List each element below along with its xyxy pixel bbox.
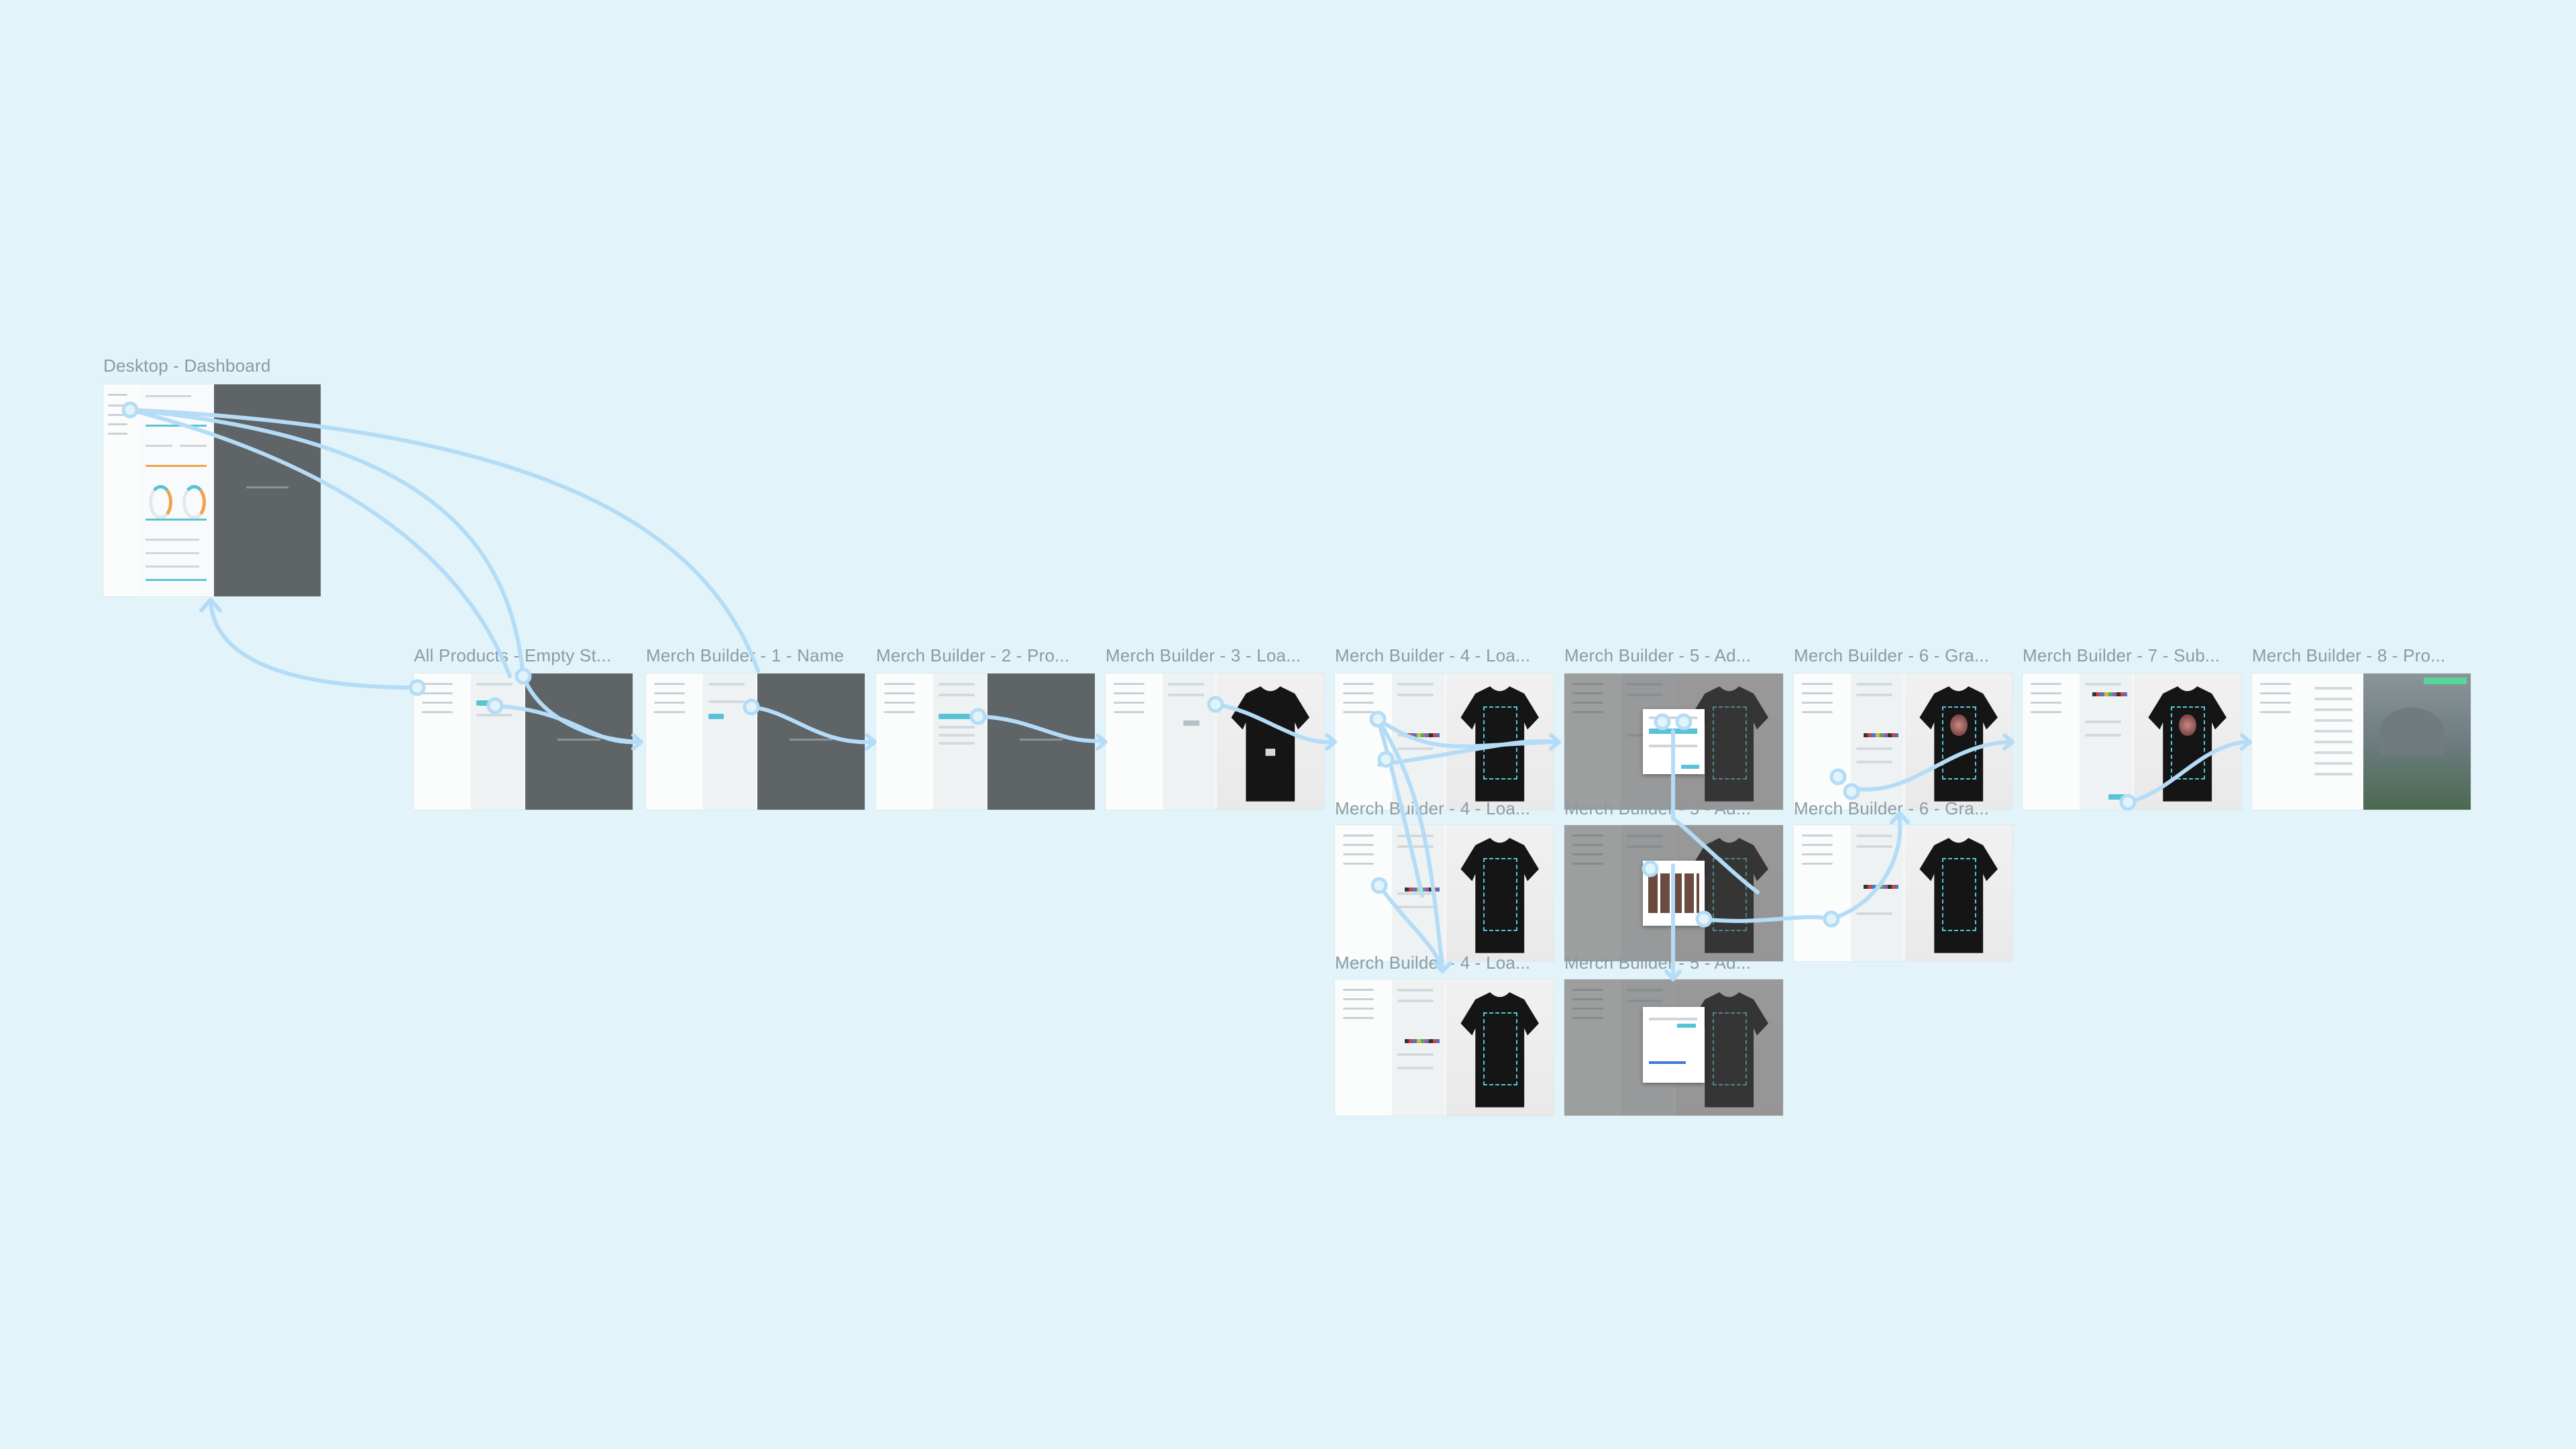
frame-label-mb6[interactable]: Merch Builder - 6 - Gra... <box>1794 645 1989 666</box>
sidebar <box>1794 825 1851 961</box>
frame-all-products[interactable] <box>414 674 633 810</box>
color-swatches <box>1864 733 1898 737</box>
print-area <box>1483 706 1517 780</box>
frame-mb1[interactable] <box>646 674 865 810</box>
frame-label-mb2[interactable]: Merch Builder - 2 - Pro... <box>876 645 1069 666</box>
donut-chart <box>182 485 206 519</box>
sidebar <box>103 384 139 596</box>
frame-mb8[interactable] <box>2252 674 2471 810</box>
panel <box>1392 825 1444 961</box>
arrowhead <box>633 735 641 749</box>
frame-mb4b[interactable] <box>1335 825 1554 961</box>
dashboard-widgets <box>138 384 214 596</box>
image-grid <box>1648 873 1700 912</box>
product-list <box>2309 674 2364 810</box>
color-swatches <box>1405 888 1440 892</box>
sidebar <box>646 674 704 810</box>
frame-mb4c[interactable] <box>1335 979 1554 1116</box>
frame-label-dashboard[interactable]: Desktop - Dashboard <box>103 356 270 376</box>
placeholder-preview <box>214 384 321 596</box>
tshirt-preview <box>1905 825 2012 961</box>
panel <box>1392 674 1444 810</box>
tshirt-preview <box>1446 825 1554 961</box>
frame-label-mb3[interactable]: Merch Builder - 3 - Loa... <box>1106 645 1301 666</box>
donut-chart <box>149 485 172 519</box>
frame-label-mb8[interactable]: Merch Builder - 8 - Pro... <box>2252 645 2445 666</box>
upload-modal[interactable] <box>1643 709 1704 774</box>
sidebar <box>1106 674 1163 810</box>
sidebar <box>1335 825 1393 961</box>
sidebar <box>414 674 472 810</box>
print-area <box>1942 858 1976 932</box>
frame-label-mb5c[interactable]: Merch Builder - 5 - Ad... <box>1564 953 1751 973</box>
tshirt-preview <box>1905 674 2012 810</box>
placeholder-preview <box>525 674 633 810</box>
frame-dashboard[interactable] <box>103 384 321 596</box>
arrowhead <box>1097 735 1106 749</box>
frame-label-mb7[interactable]: Merch Builder - 7 - Sub... <box>2023 645 2220 666</box>
color-swatches <box>1405 1039 1440 1043</box>
panel <box>1392 979 1444 1116</box>
tshirt-preview <box>1446 979 1554 1116</box>
sidebar <box>1335 979 1393 1116</box>
frame-mb5c[interactable] <box>1564 979 1783 1116</box>
color-swatches <box>1405 733 1440 737</box>
frame-label-mb4[interactable]: Merch Builder - 4 - Loa... <box>1335 645 1530 666</box>
sidebar <box>876 674 934 810</box>
uploaded-graphic <box>2179 714 2196 736</box>
arrowhead <box>2242 735 2250 749</box>
image-picker-modal[interactable] <box>1643 861 1704 926</box>
color-swatches <box>2092 692 2127 696</box>
color-swatches <box>1864 885 1898 889</box>
panel <box>1163 674 1215 810</box>
text-modal[interactable] <box>1643 1007 1704 1083</box>
panel <box>703 674 755 810</box>
frame-mb6[interactable] <box>1794 674 2012 810</box>
success-notice <box>2424 678 2467 684</box>
frame-mb4[interactable] <box>1335 674 1554 810</box>
frame-mb3[interactable] <box>1106 674 1324 810</box>
frame-mb5b[interactable] <box>1564 825 1783 961</box>
panel <box>471 674 523 810</box>
landscape-image <box>2363 674 2471 810</box>
sidebar <box>1335 674 1393 810</box>
arrowhead <box>867 735 875 749</box>
landscape-preview <box>2363 674 2471 810</box>
uploaded-graphic <box>1950 714 1968 736</box>
placeholder-preview <box>987 674 1095 810</box>
sidebar <box>2023 674 2080 810</box>
tshirt-image <box>1230 682 1311 802</box>
frame-mb5[interactable] <box>1564 674 1783 810</box>
arrowhead <box>201 600 220 610</box>
panel <box>1851 674 1903 810</box>
panel <box>933 674 985 810</box>
frame-label-all-products[interactable]: All Products - Empty St... <box>414 645 611 666</box>
print-area <box>1483 858 1517 932</box>
frame-label-mb4c[interactable]: Merch Builder - 4 - Loa... <box>1335 953 1530 973</box>
sidebar <box>2252 674 2310 810</box>
frame-mb7[interactable] <box>2023 674 2241 810</box>
frame-label-mb5[interactable]: Merch Builder - 5 - Ad... <box>1564 645 1751 666</box>
panel <box>1851 825 1903 961</box>
modal-button[interactable] <box>1681 765 1699 769</box>
frame-label-mb1[interactable]: Merch Builder - 1 - Name <box>646 645 844 666</box>
placeholder-preview <box>757 674 865 810</box>
print-area <box>1483 1012 1517 1086</box>
tshirt-preview <box>1217 674 1324 810</box>
tshirt-preview <box>1446 674 1554 810</box>
connection <box>211 602 417 688</box>
sidebar <box>1794 674 1851 810</box>
frame-label-mb4b[interactable]: Merch Builder - 4 - Loa... <box>1335 798 1530 819</box>
frame-label-mb5b[interactable]: Merch Builder - 5 - Ad... <box>1564 798 1751 819</box>
arrowhead <box>1327 735 1335 749</box>
frame-label-mb6b[interactable]: Merch Builder - 6 - Gra... <box>1794 798 1989 819</box>
frame-mb6b[interactable] <box>1794 825 2012 961</box>
tshirt-preview <box>2134 674 2241 810</box>
frame-mb2[interactable] <box>876 674 1095 810</box>
